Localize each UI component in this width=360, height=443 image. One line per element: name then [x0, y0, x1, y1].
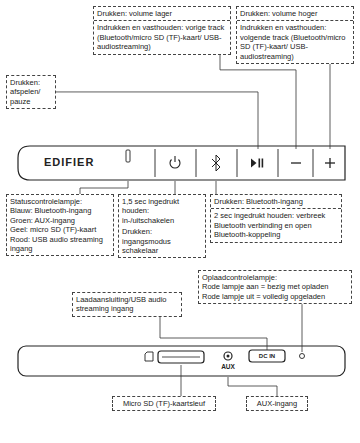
callout-text: AUX-ingang [250, 399, 304, 408]
callout-text: Indrukken en vasthouden: vorige track (B… [94, 20, 230, 51]
callout-text: Rode lampje uit = volledig opgeladen [202, 292, 348, 301]
charge-led [300, 354, 305, 359]
callout-text: Micro SD (TF)-kaartsleuf [116, 399, 212, 408]
callout-text: Blauw: Bluetooth-ingang [10, 206, 110, 215]
sd-card-icon [145, 352, 153, 361]
callout-text: Statuscontrolelampje: [10, 197, 110, 206]
leader-line [175, 181, 176, 194]
callout-box: Micro SD (TF)-kaartsleuf [112, 396, 216, 411]
brand-logo: EDIFIER [44, 156, 116, 169]
leader-line [80, 181, 128, 194]
leader-line [228, 377, 277, 396]
callout-box: Oplaadcontrolelampje:Rode lampje aan = b… [198, 270, 352, 304]
callout-text: 2 sec ingedrukt houden: verbreek Bluetoo… [211, 208, 341, 239]
speaker-bottom [18, 346, 345, 376]
leader-line [181, 365, 182, 396]
callout-text: Rood: USB audio streaming ingang [10, 235, 110, 254]
callout-box: Drukken: volume lagerIndrukken en vastho… [93, 6, 231, 55]
aux-jack-hole [227, 355, 230, 358]
callout-box: AUX-ingang [246, 396, 308, 411]
sd-slot [158, 351, 204, 363]
callout-box: Statuscontrolelampje:Blauw: Bluetooth-in… [6, 194, 114, 256]
callout-text: Rode lampje aan = bezig met opladen [202, 282, 348, 291]
callout-text: Drukken: Bluetooth-ingang [214, 197, 338, 206]
power-icon [170, 156, 180, 168]
callout-text: Drukken: afspelen/ pauze [10, 78, 52, 106]
callout-text: Drukken: volume hoger [240, 9, 350, 18]
leader-line [302, 304, 303, 352]
dc-port [249, 350, 285, 362]
aux-jack [224, 352, 232, 360]
callout-text: Drukken: volume lager [97, 9, 227, 18]
callout-text: Drukken: ingangsmodus schakelaar [122, 227, 202, 255]
leader-line [160, 317, 267, 350]
port-label: AUX [216, 363, 240, 371]
bluetooth-icon [212, 155, 220, 171]
leader-line [216, 181, 217, 194]
callout-box: Laadaansluiting/USB audio streaming inga… [72, 292, 182, 317]
leader-line [330, 64, 331, 149]
play-pause-icon [251, 159, 263, 168]
minus-icon [291, 162, 301, 163]
callout-box: 1,5 sec ingedrukt houden: in-/uitschakel… [118, 194, 206, 258]
leader-line [56, 92, 258, 149]
plus-icon [325, 158, 335, 168]
callout-text: 1,5 sec ingedrukt houden: in-/uitschakel… [122, 197, 202, 225]
callout-box: Drukken: afspelen/ pauze [6, 75, 56, 109]
callout-box: Drukken: volume hogerIndrukken en vastho… [236, 6, 354, 64]
callout-text: Indrukken en vasthouden: volgende track … [237, 20, 353, 61]
status-led [126, 150, 130, 162]
callout-text: Laadaansluiting/USB audio streaming inga… [76, 295, 178, 314]
callout-text: Groen: AUX-ingang [10, 216, 110, 225]
callout-text: Geel: micro SD (TF)-kaart [10, 225, 110, 234]
leader-line [220, 55, 296, 150]
callout-box: Drukken: Bluetooth-ingang 2 sec ingedrukt… [210, 194, 342, 243]
speaker-top [18, 146, 345, 180]
button-separators [155, 149, 313, 177]
callout-text: Oplaadcontrolelampje: [202, 273, 348, 282]
port-label: DC IN [249, 351, 285, 362]
sd-slot-inner [162, 357, 200, 358]
